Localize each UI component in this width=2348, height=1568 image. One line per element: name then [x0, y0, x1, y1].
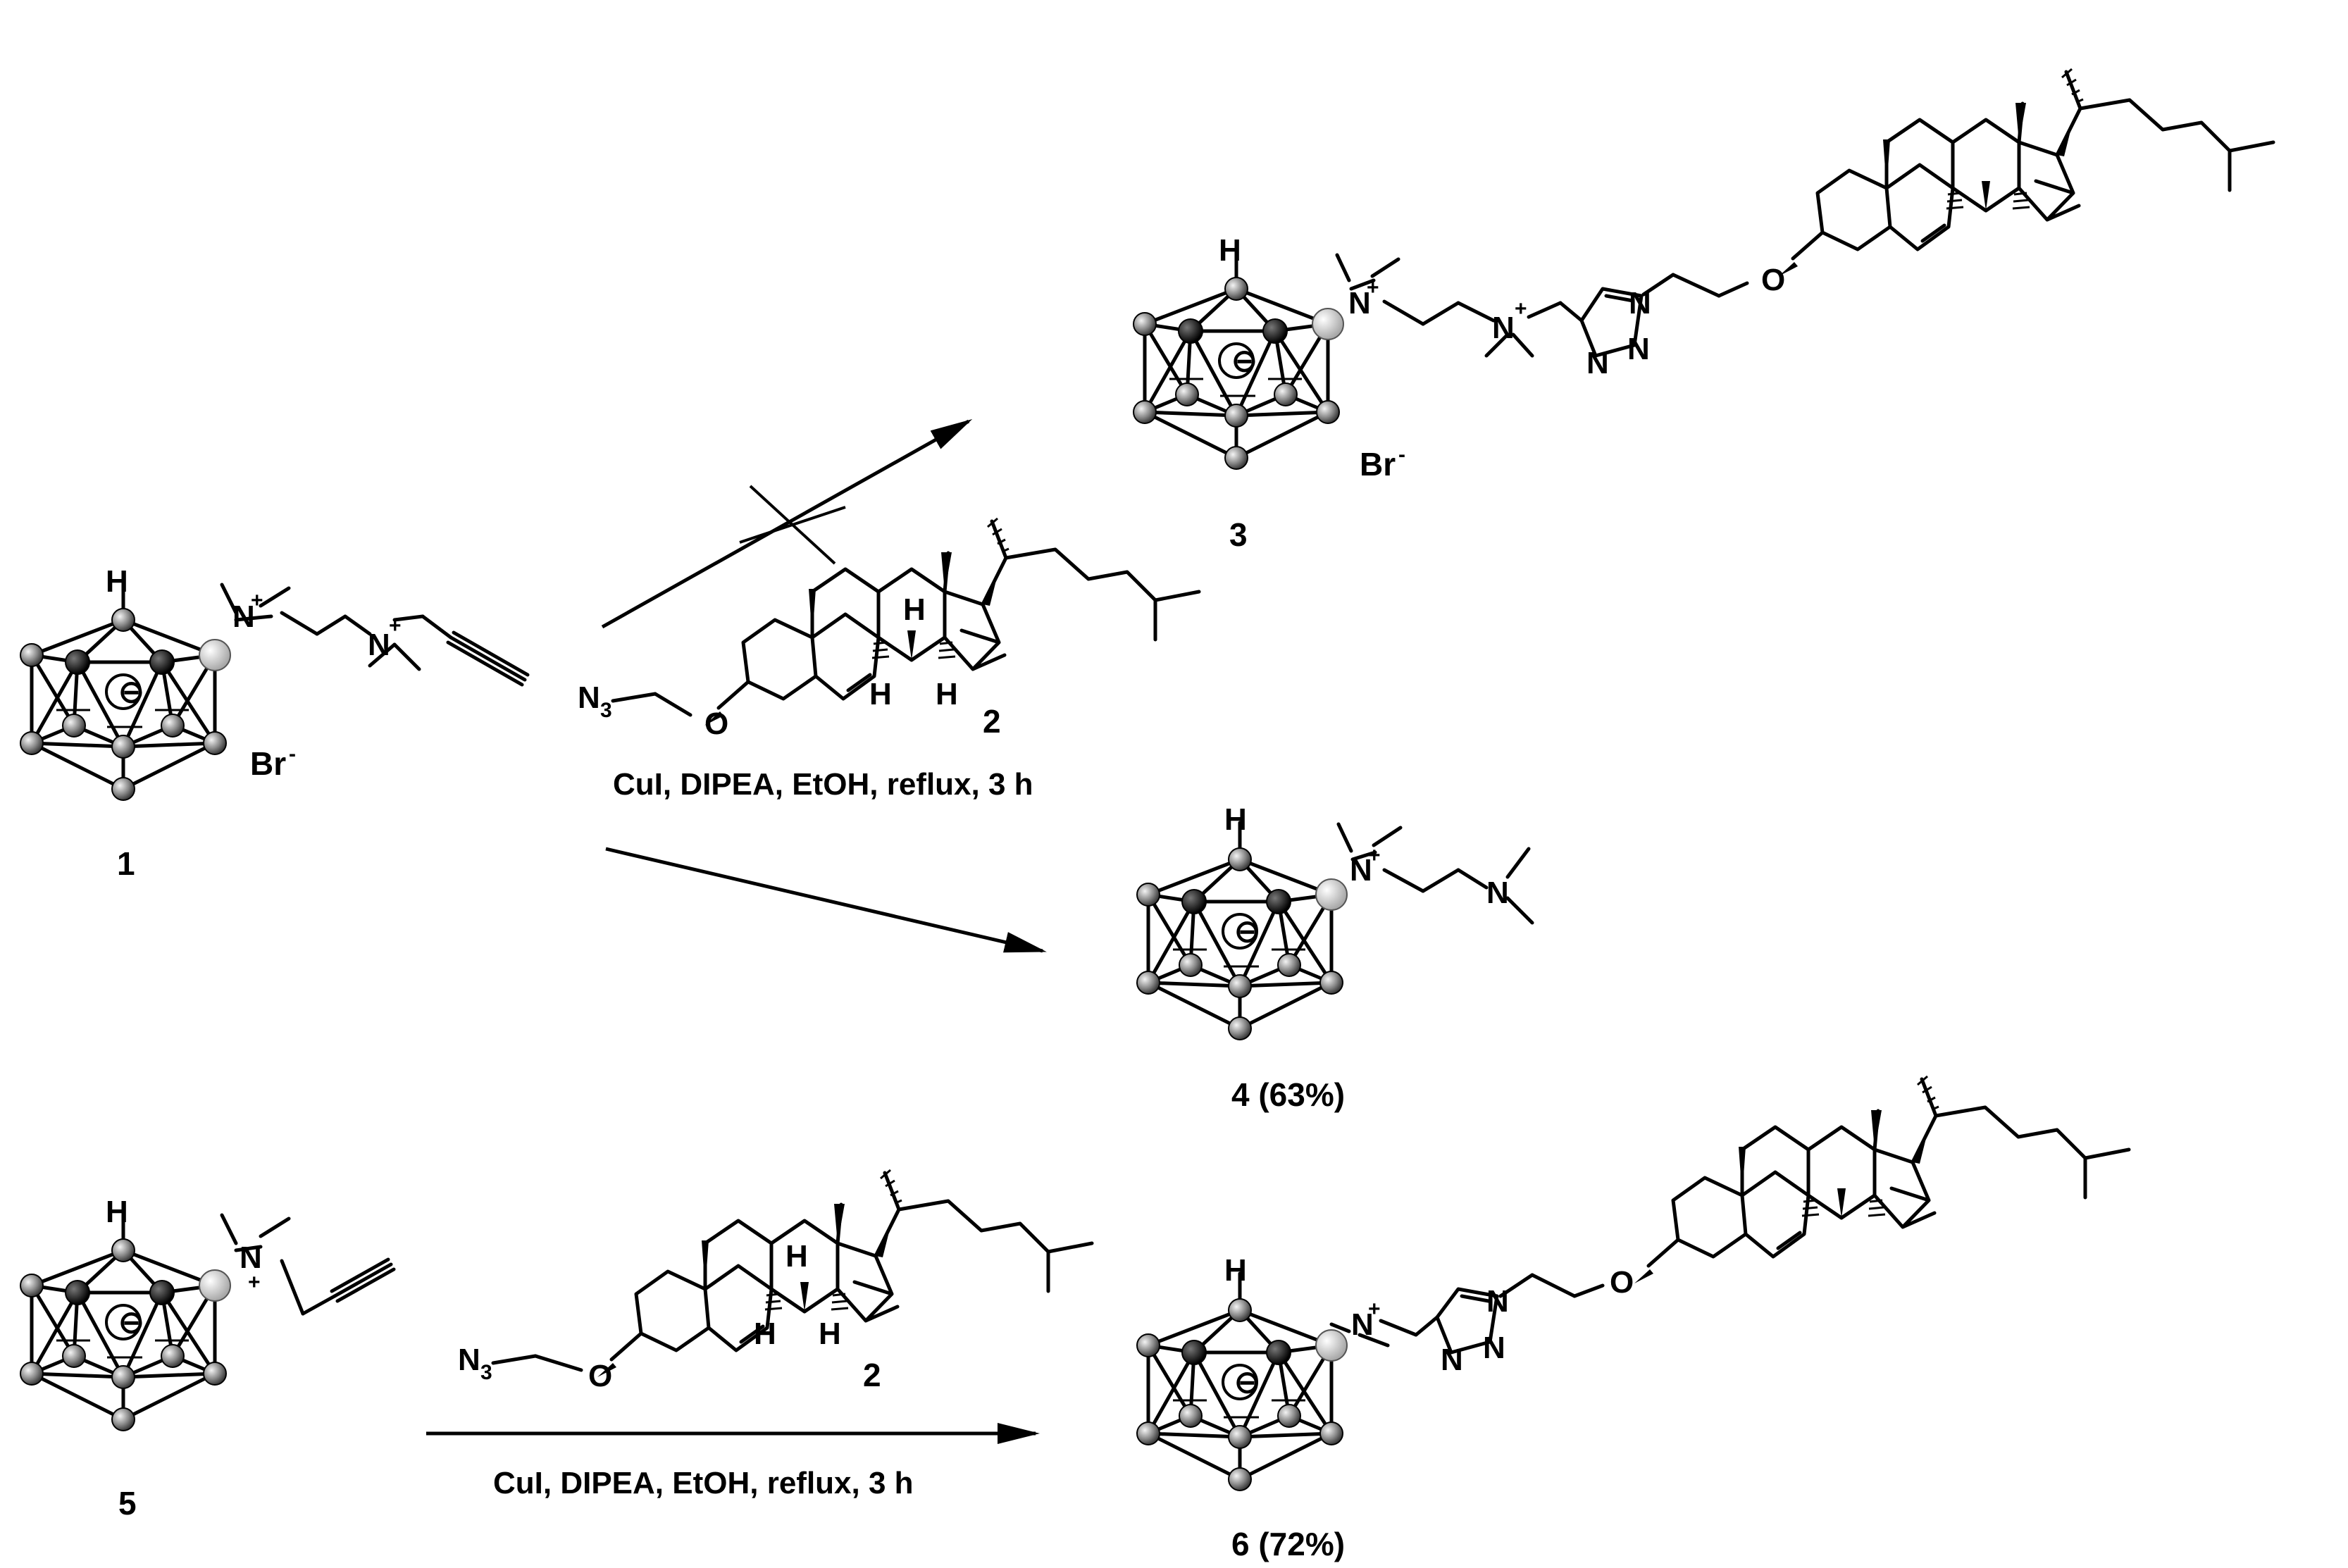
atom-label: N	[1348, 286, 1371, 321]
counterion-label: Br	[250, 745, 286, 782]
atom-label: N	[458, 1343, 480, 1377]
atom-label: N	[1486, 1284, 1509, 1319]
compound-2-label: 2	[983, 703, 1001, 740]
atom-label: N	[240, 1240, 262, 1275]
charge-label: ⊖	[1234, 914, 1260, 949]
reaction-conditions-top: CuI, DIPEA, EtOH, reflux, 3 h	[613, 767, 1033, 802]
counterion-label: Br	[1360, 446, 1396, 483]
charge-label: +	[1368, 1298, 1381, 1321]
compound-3-label: 3	[1229, 516, 1248, 553]
atom-label: N	[1586, 346, 1609, 380]
charge-label: +	[251, 589, 263, 612]
atom-label: O	[588, 1359, 612, 1393]
atom-label: O	[1761, 263, 1785, 297]
charge-label: ⊖	[1234, 1365, 1260, 1400]
atom-label: H	[869, 677, 892, 711]
charge-label: ⊖	[118, 675, 144, 709]
compound-1-label: 1	[117, 845, 135, 882]
atom-label: N	[1351, 1307, 1374, 1342]
charge-label: +	[389, 614, 402, 637]
atom-label: H	[106, 564, 128, 599]
atom-label: 3	[600, 699, 612, 722]
blocked-reaction-arrow	[601, 419, 973, 629]
compound-6-label: 6 (72%)	[1231, 1526, 1345, 1562]
atom-label: 3	[480, 1361, 492, 1384]
compound-6-structure: H N + N N N O ⊖	[1137, 1076, 2129, 1491]
compound-3-structure: H N + N + N N N O ⊖ Br -	[1133, 69, 2273, 483]
atom-label: N	[578, 680, 600, 715]
atom-label: N	[232, 599, 255, 634]
charge-label: ⊖	[1231, 344, 1257, 378]
atom-label: H	[819, 1317, 841, 1351]
atom-label: N	[1627, 332, 1650, 366]
atom-label: N	[1492, 311, 1515, 345]
atom-label: H	[903, 592, 926, 627]
atom-label: H	[1219, 233, 1241, 268]
charge-label: +	[248, 1271, 261, 1294]
atom-label: O	[1610, 1265, 1634, 1300]
atom-label: H	[754, 1317, 776, 1351]
compound-5-label: 5	[118, 1485, 137, 1522]
reaction-conditions-bottom: CuI, DIPEA, EtOH, reflux, 3 h	[493, 1466, 914, 1500]
compound-4-label: 4 (63%)	[1231, 1076, 1345, 1113]
atom-label: N	[368, 628, 390, 662]
atom-label: N	[1441, 1343, 1463, 1377]
charge-label: -	[1398, 443, 1405, 466]
atom-label: H	[785, 1239, 808, 1274]
atom-label: O	[704, 707, 728, 741]
charge-label: -	[289, 742, 296, 766]
charge-label: +	[1367, 276, 1379, 299]
atom-label: H	[106, 1195, 128, 1229]
charge-label: +	[1368, 844, 1381, 867]
charge-label: +	[1515, 297, 1527, 321]
reaction-arrow-to-4	[605, 847, 1047, 953]
compound-1-structure: H N + N + ⊖ Br -	[20, 564, 530, 800]
atom-label: N	[1483, 1331, 1505, 1365]
atom-label: H	[936, 677, 958, 711]
atom-label: H	[1224, 802, 1247, 837]
reagent-2-structure-bottom: N 3 O H H H	[458, 1170, 1092, 1393]
atom-label: H	[1224, 1253, 1247, 1288]
compound-2-label-bottom: 2	[863, 1357, 881, 1393]
compound-5-structure: H N + ⊖	[20, 1195, 396, 1431]
atom-label: N	[1350, 853, 1372, 888]
atom-label: N	[1486, 876, 1509, 910]
charge-label: ⊖	[118, 1305, 144, 1340]
compound-4-structure: H N + N ⊖	[1137, 802, 1534, 1040]
reagent-2-structure: N 3 O H H H	[578, 518, 1199, 741]
atom-label: N	[1629, 286, 1651, 321]
